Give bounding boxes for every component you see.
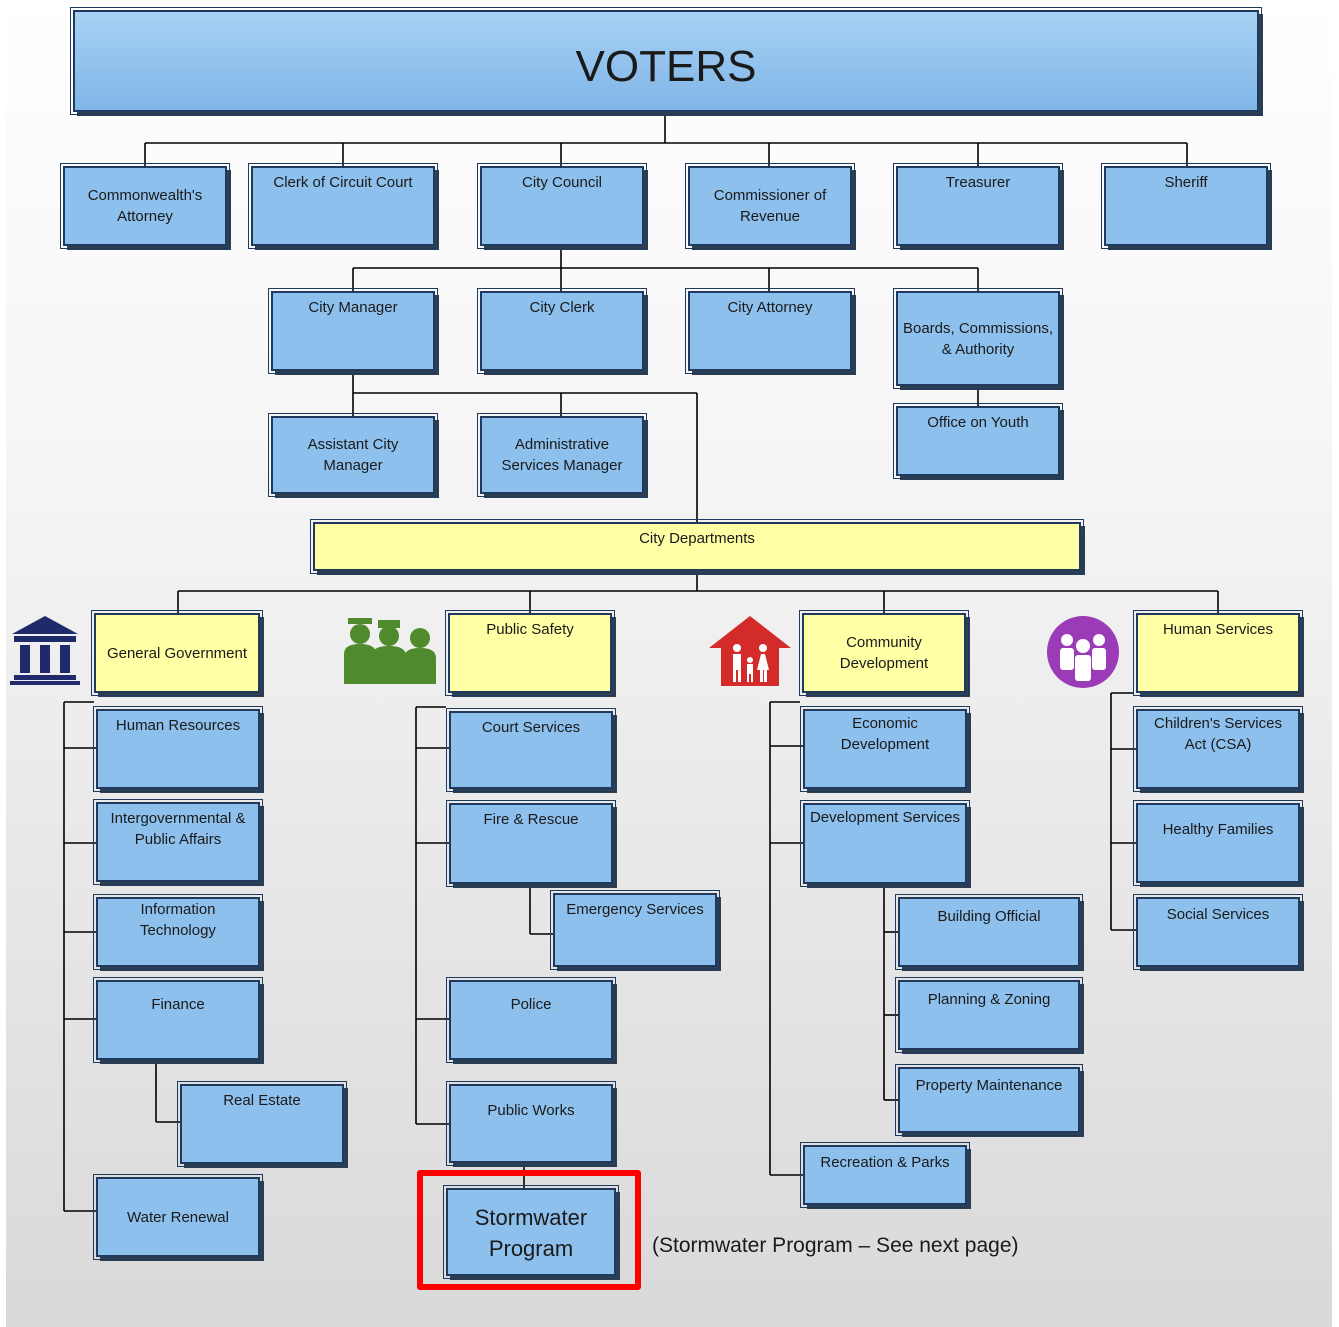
fire-rescue-box: Fire & Rescue [446, 800, 616, 887]
healthy-families-box: Healthy Families [1133, 800, 1303, 886]
boards-commissions-authority-label: Boards, Commissions, & Authority [902, 319, 1054, 358]
human-resources-box: Human Resources [93, 706, 263, 792]
city-manager-box: City Manager [268, 288, 438, 374]
city-clerk-label: City Clerk [529, 299, 595, 316]
administrative-services-manager-label: Administrative Services Manager [501, 436, 623, 474]
city-attorney-box: City Attorney [685, 288, 855, 374]
commonwealths-attorney-label: Commonwealth's Attorney [87, 187, 203, 225]
fire-rescue-label: Fire & Rescue [483, 811, 579, 828]
human-services-label: Human Services [1162, 621, 1274, 638]
property-maintenance-label: Property Maintenance [915, 1077, 1063, 1094]
human-services-box: Human Services [1133, 610, 1303, 696]
healthy-families-label: Healthy Families [1162, 821, 1274, 838]
information-technology-box: Information Technology [93, 894, 263, 970]
boards-commissions-authority-box: Boards, Commissions, & Authority [893, 288, 1063, 389]
emergency-services-box: Emergency Services [550, 890, 720, 970]
childrens-services-act-box: Children's Services Act (CSA) [1133, 706, 1303, 792]
stormwater-program-label: Stormwater Program [474, 1205, 588, 1261]
social-services-label: Social Services [1166, 906, 1270, 923]
commissioner-of-revenue-box: Commissioner of Revenue [685, 163, 855, 249]
voters-label: VOTERS [575, 42, 757, 91]
government-building-icon [10, 616, 80, 685]
general-government-box: General Government [91, 610, 263, 696]
clerk-of-circuit-court-box: Clerk of Circuit Court [248, 163, 438, 249]
clerk-of-circuit-court-label: Clerk of Circuit Court [273, 174, 413, 191]
sheriff-box: Sheriff [1101, 163, 1271, 249]
office-on-youth-box: Office on Youth [893, 403, 1063, 479]
development-services-label: Development Services [809, 809, 961, 826]
treasurer-box: Treasurer [893, 163, 1063, 249]
stormwater-highlight-frame [417, 1170, 641, 1290]
real-estate-box: Real Estate [177, 1081, 347, 1167]
voters-box: VOTERS [70, 7, 1262, 115]
commonwealths-attorney-box: Commonwealth's Attorney [60, 163, 230, 249]
intergovernmental-public-affairs-label: Intergovernmental & Public Affairs [110, 810, 246, 848]
emergency-services-label: Emergency Services [566, 901, 704, 918]
assistant-city-manager-label: Assistant City Manager [307, 436, 399, 474]
family-house-icon [709, 616, 791, 686]
office-on-youth-label: Office on Youth [927, 414, 1029, 431]
community-development-box: Community Development [799, 610, 969, 696]
intergovernmental-public-affairs-box: Intergovernmental & Public Affairs [93, 799, 263, 885]
childrens-services-act-label: Children's Services Act (CSA) [1154, 715, 1282, 753]
treasurer-label: Treasurer [945, 174, 1011, 191]
community-group-icon [1047, 616, 1119, 688]
stormwater-program-box: Stormwater Program [443, 1185, 619, 1279]
economic-development-label: Economic Development [840, 715, 930, 753]
public-works-box: Public Works [446, 1081, 616, 1166]
economic-development-box: Economic Development [800, 706, 970, 792]
city-council-box: City Council [477, 163, 647, 249]
water-renewal-box: Water Renewal [93, 1174, 263, 1260]
public-safety-people-icon [344, 618, 436, 684]
human-resources-label: Human Resources [115, 717, 241, 734]
court-services-label: Court Services [481, 719, 581, 736]
police-box: Police [446, 977, 616, 1063]
finance-box: Finance [93, 977, 263, 1063]
stormwater-note: (Stormwater Program – See next page) [652, 1234, 1019, 1257]
general-government-label: General Government [106, 644, 248, 662]
information-technology-label: Information Technology [140, 901, 216, 939]
development-services-box: Development Services [800, 800, 970, 887]
assistant-city-manager-box: Assistant City Manager [268, 413, 438, 497]
city-manager-label: City Manager [308, 299, 398, 316]
city-council-label: City Council [521, 174, 603, 191]
commissioner-of-revenue-label: Commissioner of Revenue [713, 187, 827, 225]
social-services-box: Social Services [1133, 894, 1303, 970]
administrative-services-manager-box: Administrative Services Manager [477, 413, 647, 497]
property-maintenance-box: Property Maintenance [895, 1064, 1083, 1136]
community-development-label: Community Development [839, 634, 929, 672]
public-safety-label: Public Safety [486, 621, 574, 638]
court-services-box: Court Services [446, 708, 616, 792]
public-safety-box: Public Safety [445, 610, 615, 696]
sheriff-label: Sheriff [1164, 174, 1208, 191]
city-departments-box: City Departments [310, 519, 1084, 574]
building-official-label: Building Official [937, 908, 1041, 925]
city-attorney-label: City Attorney [727, 299, 813, 316]
building-official-box: Building Official [895, 894, 1083, 970]
recreation-parks-label: Recreation & Parks [820, 1154, 950, 1171]
city-clerk-box: City Clerk [477, 288, 647, 374]
planning-zoning-label: Planning & Zoning [927, 991, 1051, 1008]
public-works-label: Public Works [487, 1102, 575, 1119]
planning-zoning-box: Planning & Zoning [895, 977, 1083, 1053]
recreation-parks-box: Recreation & Parks [800, 1142, 970, 1208]
finance-label: Finance [151, 996, 205, 1013]
city-departments-label: City Departments [639, 530, 755, 547]
police-label: Police [510, 996, 552, 1013]
real-estate-label: Real Estate [223, 1092, 301, 1109]
water-renewal-label: Water Renewal [127, 1208, 229, 1226]
